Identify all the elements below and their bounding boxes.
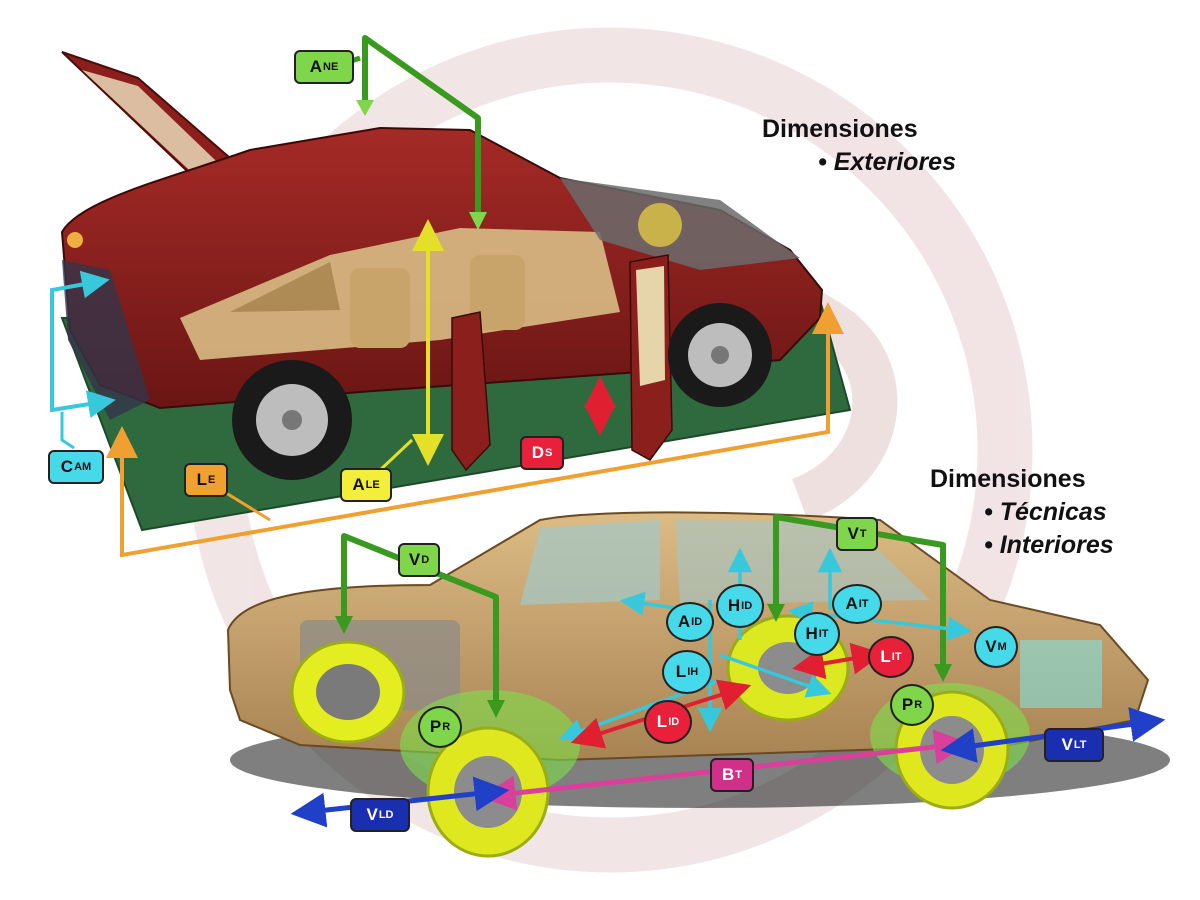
top-rear-wheel xyxy=(232,360,352,480)
exterior-dimensions-heading: Dimensiones • Exteriores xyxy=(762,113,956,179)
top-car-cutaway xyxy=(60,51,852,532)
interior-heading-item: • Interiores xyxy=(984,531,1114,559)
technical-dimensions-heading: Dimensiones • Técnicas • Interiores xyxy=(930,463,1114,562)
exterior-heading-item: • Exteriores xyxy=(818,148,956,176)
l-it-arrow xyxy=(792,642,884,680)
l-e-arrow xyxy=(106,302,844,558)
technical-heading-item: • Técnicas xyxy=(984,498,1107,526)
technical-heading-title: Dimensiones xyxy=(930,465,1086,493)
c-am-arrow xyxy=(50,270,116,419)
exterior-heading-title: Dimensiones xyxy=(762,115,918,143)
front-tire-left xyxy=(290,640,406,744)
top-front-wheel xyxy=(668,303,772,407)
